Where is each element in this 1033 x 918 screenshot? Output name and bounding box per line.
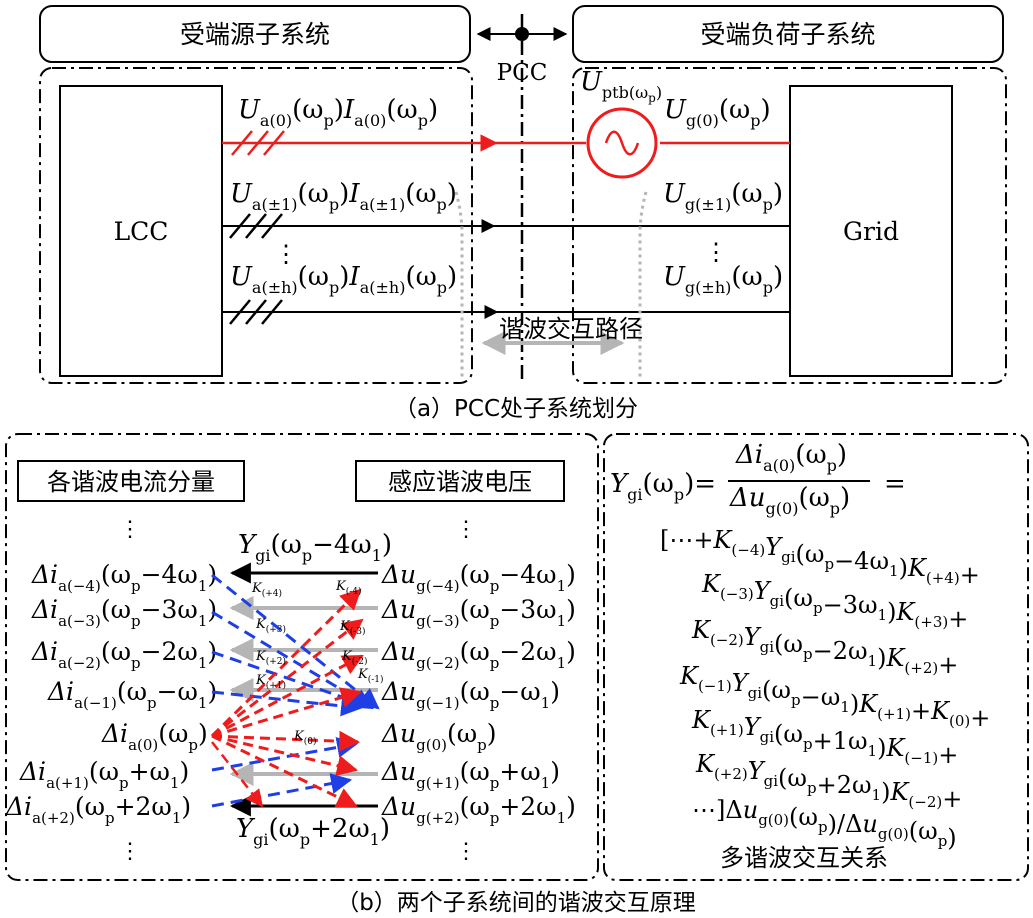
red-arrow-extra <box>211 741 264 808</box>
induced-voltage-6: Δug(+2)(ωp+2ω1) <box>381 792 576 827</box>
formula-line-3: K(−1)Ygi(ωp−ω1)K(+1)+K(0)+ <box>679 662 990 732</box>
formula-frame <box>603 433 1029 881</box>
induced-voltage-2: Δug(−2)(ωp−2ω1) <box>381 637 576 672</box>
load-subsystem-label: 受端负荷子系统 <box>700 20 875 49</box>
three-phase-marks-red <box>231 130 285 156</box>
interaction-boundary-right <box>638 191 648 380</box>
left-header: 各谐波电流分量 <box>47 468 215 496</box>
label-ua1-ia1: Ua(±1)(ωp)Ia(±1)(ωp) <box>230 179 457 214</box>
lcc-box <box>59 85 223 377</box>
sine-icon <box>604 130 640 156</box>
right-dots-top: ⋮ <box>455 517 477 542</box>
label-uah-iah: Ua(±h)(ωp)Ia(±h)(ωp) <box>230 262 457 297</box>
formula-caption: 多谐波交互关系 <box>720 844 888 872</box>
red-arrow-0 <box>210 588 362 738</box>
k-label-5: K(-2) <box>341 649 368 667</box>
blue-arrow-3 <box>211 690 363 717</box>
formula-line-1: K(−3)Ygi(ωp−3ω1)K(+3)+ <box>701 570 968 633</box>
induced-voltage-1: Δug(−3)(ωp−3ω1) <box>381 595 576 630</box>
formula-line-6: ⋯]Δug(0)(ωp)/Δug(0)(ωp) <box>692 796 957 852</box>
load-subsystem-box <box>572 5 1004 63</box>
k-label-2: K(+3) <box>255 617 286 635</box>
source-subsystem-label: 受端源子系统 <box>180 20 330 49</box>
current-component-0: Δia(−4)(ωp−4ω1) <box>31 560 217 595</box>
induced-voltage-0: Δug(−4)(ωp−4ω1) <box>381 560 576 595</box>
formula-denominator: Δug(0)(ωp) <box>729 483 850 518</box>
harmonic-rows: Δia(−4)(ωp−4ω1)Δia(−3)(ωp−3ω1) Δia(−2)(ωp… <box>5 560 576 827</box>
red-arrow-3 <box>211 687 363 738</box>
three-phase-marks-h <box>229 299 283 325</box>
right-dots-bottom: ⋮ <box>455 839 477 864</box>
label-ugh: Ug(±h)(ωp) <box>663 262 783 297</box>
induced-voltage-3: Δug(−1)(ωp−ω1) <box>381 677 560 712</box>
k-label-6: K(+1) <box>255 673 286 691</box>
caption-a: （a）PCC处子系统划分 <box>394 396 638 422</box>
formula-line-4: K(+1)Ygi(ωp+1ω1)K(−1)+ <box>691 706 958 769</box>
formula-expansion: [⋯+K(−4)Ygi(ωp−4ω1)K(+4)+K(−3)Ygi(ωp−3ω1… <box>660 526 990 852</box>
right-header-box <box>355 460 565 502</box>
k-label-3: K(-3) <box>339 619 366 637</box>
k-label-0: K(+4) <box>251 581 282 599</box>
formula-equals: = <box>884 469 906 499</box>
ellipsis-right: ⋮ <box>704 238 728 266</box>
formula-lhs: Ygi(ωp)= <box>610 469 716 504</box>
left-dots-top: ⋮ <box>119 517 141 542</box>
label-ygi-bottom: Ygi(ωp+2ω1) <box>236 814 390 849</box>
current-component-5: Δia(+1)(ωp+ω1) <box>19 757 189 792</box>
red-arrow-4 <box>211 730 361 752</box>
red-arrow-6 <box>211 734 358 808</box>
formula-line-0: [⋯+K(−4)Ygi(ωp−4ω1)K(+4)+ <box>660 526 980 589</box>
k-label-4: K(+2) <box>255 649 286 667</box>
blue-arrow-0 <box>211 573 380 710</box>
pcc-label: PCC <box>497 60 548 86</box>
label-ygi-top: Ygi(ωp−4ω1) <box>238 530 392 565</box>
part-b-frame <box>5 433 599 881</box>
left-header-box <box>17 460 245 502</box>
load-subsystem-frame <box>572 67 1007 384</box>
k-label-1: K(-4) <box>335 579 362 597</box>
interaction-arrows <box>210 562 380 817</box>
current-component-3: Δia(−1)(ωp−ω1) <box>47 677 217 712</box>
current-component-2: Δia(−2)(ωp−2ω1) <box>31 637 217 672</box>
red-arrow-5 <box>211 734 359 776</box>
part-b: 各谐波电流分量 感应谐波电压 ⋮ ⋮ ⋮ ⋮ Ygi(ωp−4ω1) Ygi(ω… <box>5 433 696 916</box>
harmonic-path-label: 谐波交互路径 <box>499 315 643 343</box>
right-header: 感应谐波电压 <box>388 468 532 496</box>
lcc-label: LCC <box>114 217 169 246</box>
ellipsis-left: ⋮ <box>274 240 298 268</box>
grid-box <box>789 85 953 377</box>
induced-voltage-4: Δug(0)(ωp) <box>381 719 497 754</box>
label-ug0: Ug(0)(ωp) <box>664 95 771 130</box>
formula-numerator: Δia(0)(ωp) <box>735 440 847 475</box>
caption-b: （b）两个子系统间的谐波交互原理 <box>336 890 696 916</box>
source-subsystem-box <box>39 5 471 63</box>
label-ug1: Ug(±1)(ωp) <box>663 179 783 214</box>
blue-arrow-4 <box>211 737 359 772</box>
induced-voltage-5: Δug(+1)(ωp+ω1) <box>381 757 560 792</box>
part-a: 受端源子系统 受端负荷子系统 PCC LCC Grid <box>39 5 1007 422</box>
current-component-1: Δia(−3)(ωp−3ω1) <box>31 595 217 630</box>
blue-arrow-5 <box>211 773 353 808</box>
current-component-6: Δia(+2)(ωp+2ω1) <box>5 792 191 827</box>
k-coefficient-labels: K(+4) K(-4) K(+3) K(-3) K(+2) K(-2) K(+1) K(-1)… <box>251 579 384 747</box>
label-uptb: Uptb(ωp) <box>580 67 662 105</box>
three-phase-marks-1 <box>229 213 283 239</box>
formula-line-5: K(+2)Ygi(ωp+2ω1)K(−2)+ <box>695 750 962 813</box>
interaction-boundary-left <box>454 191 464 380</box>
grid-label: Grid <box>843 217 899 246</box>
k-label-7: K(-1) <box>357 667 384 685</box>
current-component-4: Δia(0)(ωp) <box>101 719 208 754</box>
red-arrow-2 <box>211 654 364 738</box>
formula-panel: Ygi(ωp)= Δia(0)(ωp) Δug(0)(ωp) = [⋯+K(−4… <box>603 433 1029 881</box>
label-ua0-ia0: Ua(0)(ωp)Ia(0)(ωp) <box>238 95 438 130</box>
k-label-8: K(0) <box>293 729 316 747</box>
formula-line-2: K(−2)Ygi(ωp−2ω1)K(+2)+ <box>691 616 958 679</box>
left-dots-bottom: ⋮ <box>119 839 141 864</box>
